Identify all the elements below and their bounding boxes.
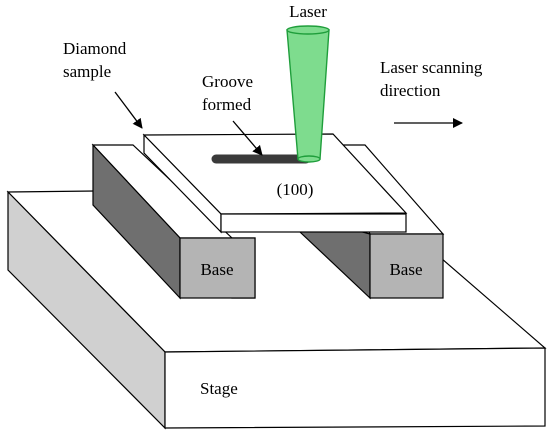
pointer-arrows — [114, 91, 463, 156]
base-left — [91, 143, 256, 300]
sample-front-face — [220, 213, 407, 233]
laser-top-ellipse — [286, 25, 330, 35]
base-right — [299, 144, 445, 300]
base-right-front-face — [369, 233, 444, 299]
laser-label: Laser — [289, 2, 327, 21]
diamond-sample-arrow — [114, 91, 143, 129]
base-right-label: Base — [389, 260, 422, 279]
diamond-sample-label-line1: Diamond — [63, 39, 127, 58]
groove-formed-label-line1: Groove — [202, 72, 253, 91]
scan-direction-label-line2: direction — [380, 81, 441, 100]
scan-direction-label-line1: Laser scanning — [380, 58, 483, 77]
groove-arrow — [232, 120, 263, 156]
base-left-front-face — [179, 237, 256, 299]
groove-formed-label-line2: formed — [202, 95, 252, 114]
diamond-sample-plate — [142, 133, 408, 234]
laser-beam — [286, 25, 330, 163]
stage-front-face — [164, 347, 546, 429]
laser-spot-ellipse — [297, 155, 321, 163]
orientation-label: (100) — [277, 180, 314, 199]
diamond-sample-label-line2: sample — [63, 62, 111, 81]
labels: Laser Diamond sample Groove formed Laser… — [63, 2, 483, 398]
base-left-label: Base — [200, 260, 233, 279]
stage-label: Stage — [200, 379, 238, 398]
